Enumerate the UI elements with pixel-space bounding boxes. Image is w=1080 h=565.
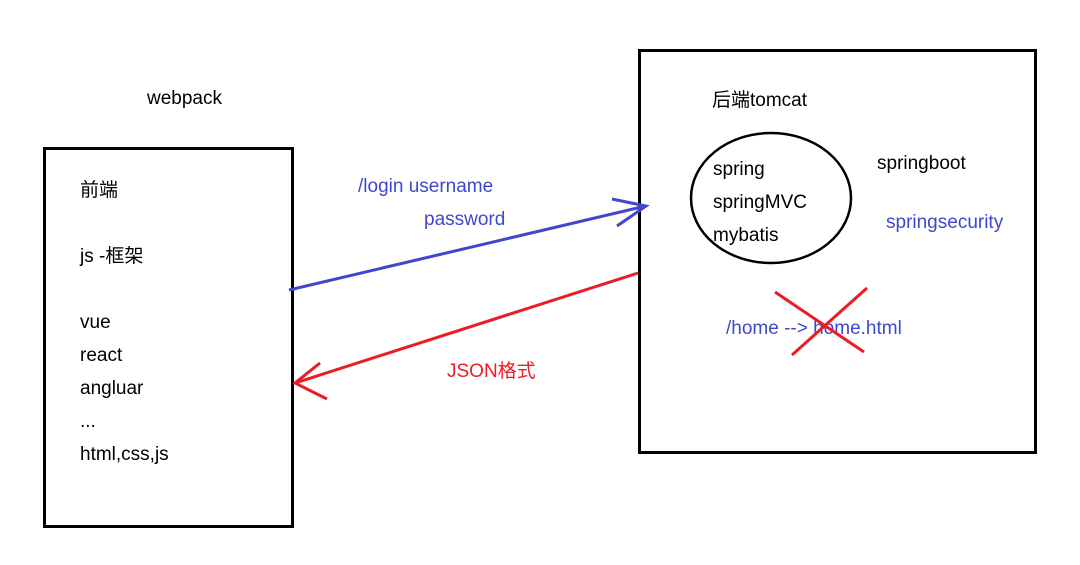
cross-mark-stroke-2 (791, 286, 868, 357)
frontend-item-html-css-js: html,css,js (80, 444, 169, 465)
frontend-item-react: react (80, 345, 123, 366)
framework-circle (689, 131, 853, 265)
frontend-box (43, 147, 294, 528)
frontend-item-vue: vue (80, 312, 111, 333)
response-label: JSON格式 (447, 361, 536, 382)
request-label-line1: /login username (358, 176, 494, 197)
frontend-item-angluar: angluar (80, 378, 144, 399)
frontend-framework-label: js -框架 (80, 246, 144, 267)
request-arrow-shaft (288, 204, 647, 292)
response-arrow-shaft (294, 271, 639, 385)
response-arrow-head (292, 361, 328, 401)
webpack-label: webpack (147, 88, 222, 109)
cross-mark-stroke-1 (774, 290, 865, 354)
frontend-item-ellipsis: ... (80, 411, 96, 432)
home-mapping-label: /home --> home.html (726, 318, 902, 339)
circle-item-spring: spring (713, 159, 765, 180)
circle-item-springmvc: springMVC (713, 192, 807, 213)
frontend-title: 前端 (80, 180, 119, 201)
springsecurity-label: springsecurity (886, 212, 1004, 233)
circle-item-mybatis: mybatis (713, 225, 779, 246)
request-label-line2: password (424, 209, 506, 230)
backend-title: 后端tomcat (712, 90, 808, 111)
backend-box (638, 49, 1037, 454)
request-arrow-head (611, 197, 650, 228)
springboot-label: springboot (877, 153, 966, 174)
